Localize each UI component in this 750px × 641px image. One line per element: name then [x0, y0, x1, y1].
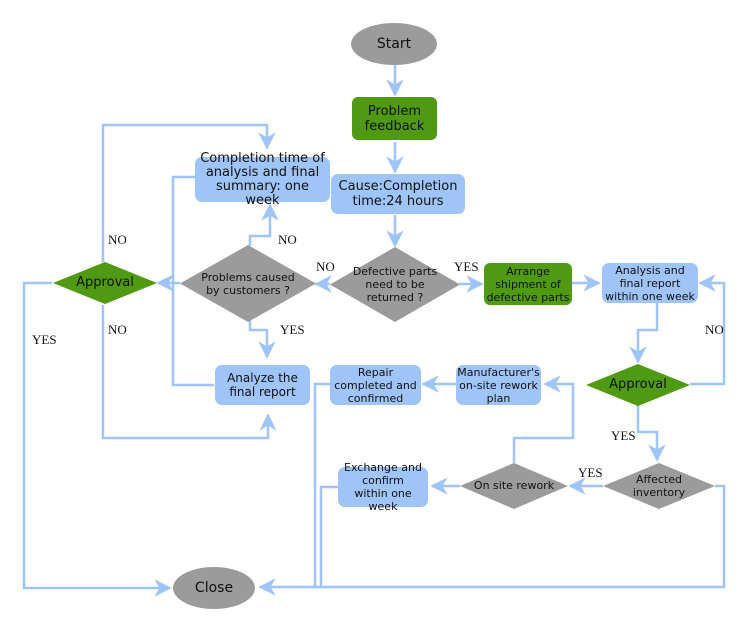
diamond-shape [180, 245, 316, 322]
edge-repair-close [313, 382, 330, 587]
cause-label: Cause:Completion time:24 hours [338, 179, 458, 209]
diamond-shape [330, 247, 460, 322]
diamond-shape [586, 364, 690, 406]
exchange-confirm-label: Exchange and confirm within one week [344, 461, 422, 513]
arrange-shipment-label: Arrange shipment of defective parts [486, 264, 570, 304]
repair-completed-label: Repair completed and confirmed [334, 365, 417, 405]
start-node[interactable]: Start [351, 23, 437, 65]
edge-label-yes: YES [32, 332, 57, 347]
edge-label-no: NO [278, 232, 297, 247]
defective-parts-decision[interactable]: Defective parts need to be returned ? [330, 247, 460, 322]
edge-exchange-close [258, 485, 338, 596]
diamond-shape [460, 463, 568, 509]
approval-right-label: Approval [609, 377, 667, 392]
problem-feedback-label: Problem feedback [364, 103, 425, 134]
edge-label-yes: YES [578, 465, 603, 480]
defective-parts-label: Defective parts need to be returned ? [352, 265, 438, 304]
on-site-rework-decision[interactable]: On site rework [460, 463, 568, 509]
diamond-shape [603, 463, 715, 509]
edge-approval-analysis [690, 274, 726, 386]
approval-left-label: Approval [76, 275, 134, 290]
problems-customers-label: Problems caused by customers ? [201, 270, 295, 297]
edge-problems-analyze [248, 318, 276, 359]
diamond-shape [53, 262, 157, 304]
analyze-final-node[interactable]: Analyze the final report [215, 365, 310, 405]
edge-label-no: NO [705, 322, 724, 337]
edge-completion-analyze [171, 175, 214, 387]
completion-time-node[interactable]: Completion time of analysis and final su… [195, 151, 330, 207]
edge-label-yes: YES [280, 322, 305, 337]
close-label: Close [194, 580, 234, 596]
on-site-rework-label: On site rework [473, 479, 555, 492]
start-label: Start [376, 36, 412, 52]
analysis-report-label: Analysis and final report within one wee… [605, 263, 695, 303]
edge-approval-completion [101, 123, 276, 262]
arrange-shipment-node[interactable]: Arrange shipment of defective parts [484, 263, 572, 305]
edge-problems-completion [248, 203, 279, 246]
edge-approval-analyze [101, 305, 277, 440]
edge-analysis-approval [629, 302, 659, 364]
edge-label-no: NO [108, 232, 127, 247]
edge-affected-close [320, 484, 726, 589]
exchange-confirm-node[interactable]: Exchange and confirm within one week [338, 461, 428, 513]
manufacturer-plan-label: Manufacturer's on-site rework plan [457, 365, 540, 405]
edge-approval-affected [636, 405, 666, 462]
approval-right-decision[interactable]: Approval [586, 364, 690, 406]
problem-feedback-node[interactable]: Problem feedback [352, 97, 437, 140]
analyze-final-label: Analyze the final report [227, 371, 298, 399]
affected-inventory-decision[interactable]: Affected inventory [603, 463, 715, 509]
analysis-report-node[interactable]: Analysis and final report within one wee… [602, 263, 698, 303]
close-node[interactable]: Close [173, 567, 255, 609]
edge-label-no: NO [108, 322, 127, 337]
edge-label-yes: YES [611, 428, 636, 443]
edge-label-no: NO [316, 259, 335, 274]
approval-left-decision[interactable]: Approval [53, 262, 157, 304]
completion-time-label: Completion time of analysis and final su… [200, 150, 325, 208]
cause-node[interactable]: Cause:Completion time:24 hours [331, 174, 465, 214]
edge-label-yes: YES [454, 259, 479, 274]
problems-customers-decision[interactable]: Problems caused by customers ? [180, 245, 316, 322]
repair-completed-node[interactable]: Repair completed and confirmed [330, 365, 421, 405]
edge-approval-close [22, 281, 172, 597]
edge-onsite-manufacturer [512, 375, 575, 463]
manufacturer-plan-node[interactable]: Manufacturer's on-site rework plan [456, 365, 541, 405]
affected-inventory-label: Affected inventory [632, 473, 686, 499]
